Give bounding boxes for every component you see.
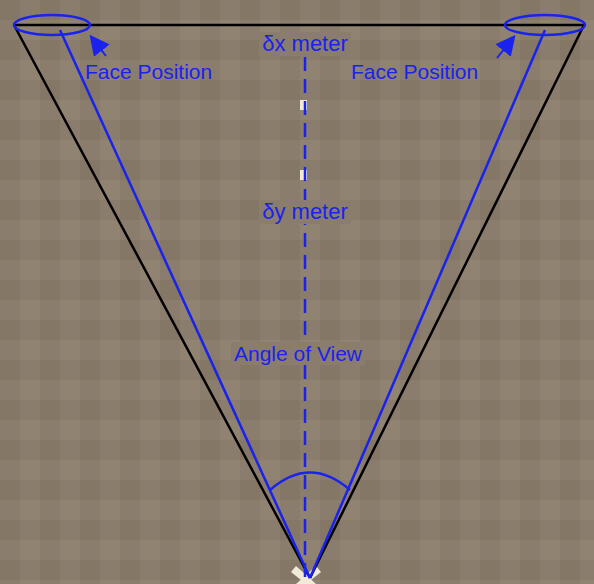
face-position-label: Face Position xyxy=(82,60,215,83)
angle-label: Angle of View xyxy=(231,342,365,365)
view-lines xyxy=(14,15,585,578)
distance-dimension: δy meter xyxy=(259,200,351,224)
outer-triangle xyxy=(14,25,584,578)
width-dimension: δx meter xyxy=(259,32,351,56)
face-position-label: Face Position xyxy=(348,60,481,83)
